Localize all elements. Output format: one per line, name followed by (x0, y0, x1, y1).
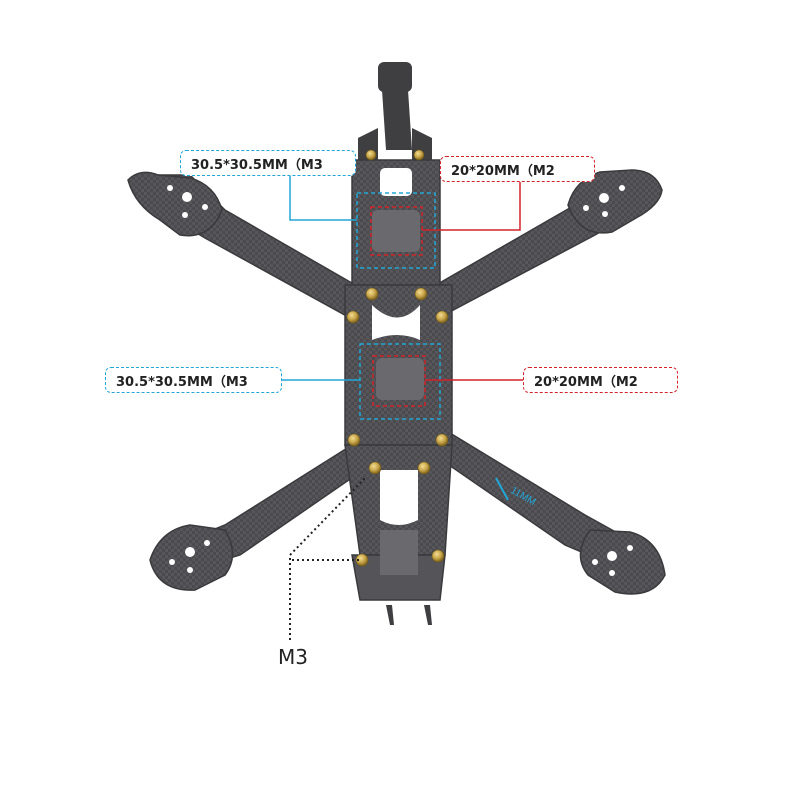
motor-mount-bottom-right (579, 529, 666, 595)
leader-top-left (289, 175, 357, 221)
callout-top-right-20x20-m2: 20*20MM（M2 (440, 156, 595, 182)
screw-size-label: M3 (278, 645, 308, 669)
callout-mid-left-30x30-m3: 30.5*30.5MM（M3 (105, 367, 282, 393)
motor-mount-top-right (567, 169, 663, 234)
motor-holes (167, 185, 633, 576)
screws (346, 149, 449, 567)
leader-top-right (422, 182, 521, 231)
mount-box-mid-20x20 (372, 355, 426, 407)
frame-arms (127, 169, 666, 595)
callout-top-left-30x30-m3: 30.5*30.5MM（M3 (180, 150, 356, 176)
antenna-mount (358, 62, 432, 160)
motor-mount-bottom-left (149, 524, 234, 591)
callout-mid-right-20x20-m2: 20*20MM（M2 (523, 367, 678, 393)
motor-mount-top-left (127, 171, 223, 237)
leader-screw-1 (289, 477, 366, 640)
